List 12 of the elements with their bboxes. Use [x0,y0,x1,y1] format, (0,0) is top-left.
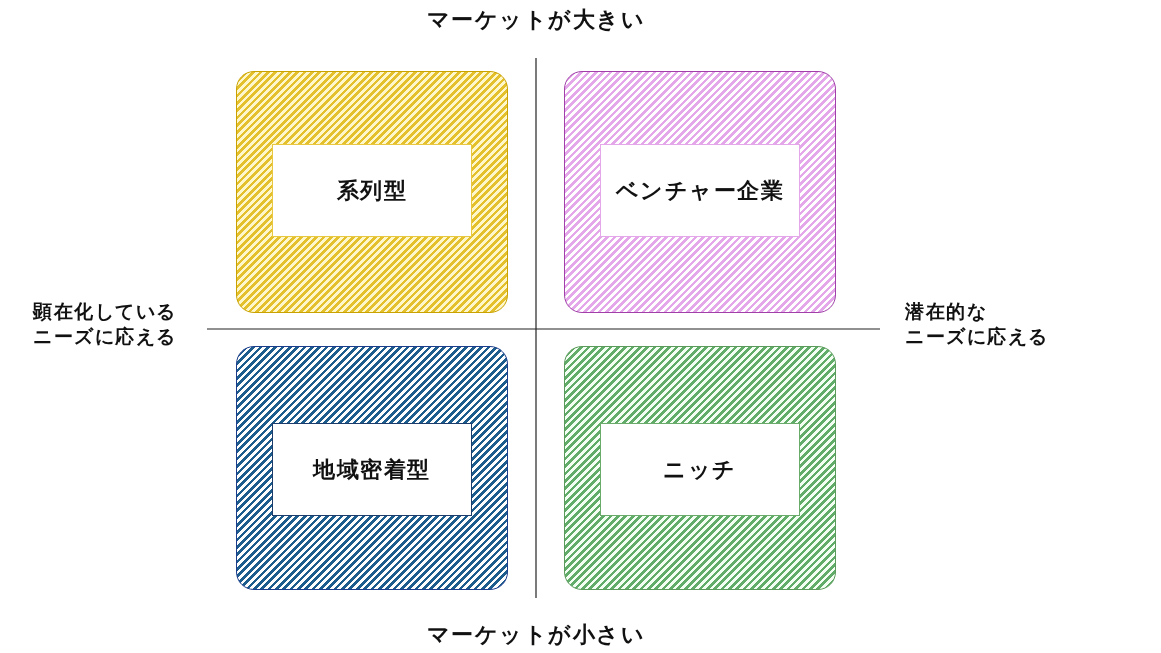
axis-label: 顕在化しているニーズに応える [33,299,177,349]
category-label-box: 系列型 [272,144,472,237]
axis-label: 潜在的なニーズに応える [905,299,1049,349]
category-label-box: ニッチ [600,423,800,516]
axis-label: マーケットが小さい [426,621,646,649]
hatched-quadrant-panel [236,346,508,590]
category-label-box: 地域密着型 [272,423,472,516]
hatched-quadrant-panel [236,71,508,313]
category-label-box: ベンチャー企業 [600,144,800,237]
axis-label: マーケットが大きい [426,6,646,34]
hatched-quadrant-panel [564,346,836,590]
hatched-quadrant-panel [564,71,836,313]
